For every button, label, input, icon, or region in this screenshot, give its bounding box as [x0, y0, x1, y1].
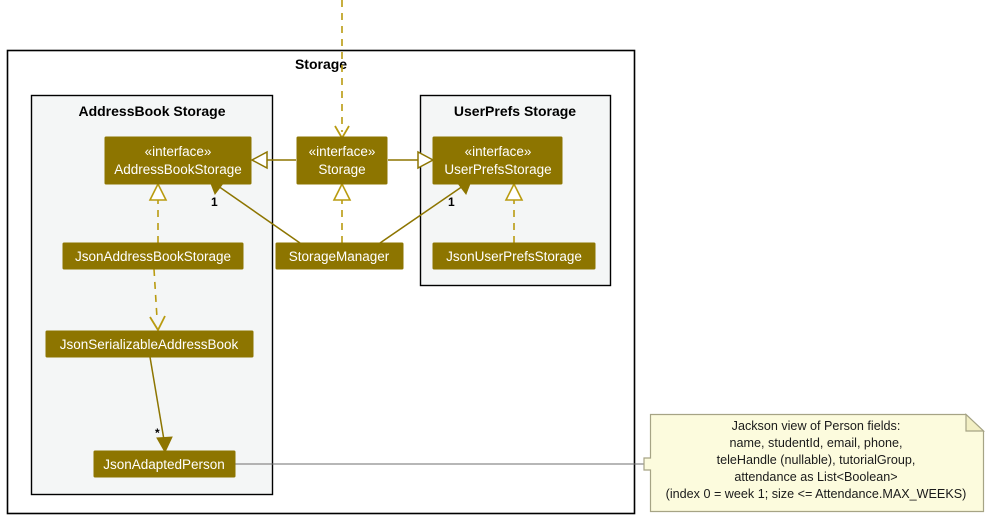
connector-jsonserializable-to-jsonadaptedperson	[149, 356, 165, 441]
class-jsonserializableaddressbook-box[interactable]	[45, 330, 254, 358]
connector-storagemanager-to-userprefsstorage	[379, 185, 464, 244]
note-line-5: (index 0 = week 1; size <= Attendance.MA…	[666, 487, 967, 501]
note-jackson-person-fields: Jackson view of Person fields: name, stu…	[643, 413, 986, 513]
arrowhead-jsonserializable-to-jsonadaptedperson	[156, 436, 173, 454]
class-jsonuserprefsstorage-name: JsonUserPrefsStorage	[446, 249, 582, 264]
class-userprefsstorage[interactable]: «interface» UserPrefsStorage	[432, 136, 563, 185]
class-storagemanager[interactable]: StorageManager	[275, 242, 404, 270]
arrowhead-jsonaddressbookstorage-to-addressbookstorage	[148, 182, 168, 201]
multiplicity-addressbookstorage: 1	[211, 195, 218, 209]
multiplicity-jsonadaptedperson: *	[155, 426, 160, 440]
class-jsonaddressbookstorage-box[interactable]	[62, 242, 244, 270]
class-jsonaddressbookstorage[interactable]: JsonAddressBookStorage	[62, 242, 244, 270]
class-jsonserializableaddressbook-name: JsonSerializableAddressBook	[60, 337, 239, 352]
class-jsonadaptedperson[interactable]: JsonAdaptedPerson	[93, 450, 236, 478]
class-jsonuserprefsstorage-box[interactable]	[432, 242, 596, 270]
class-addressbookstorage-name: AddressBookStorage	[114, 162, 242, 177]
class-addressbookstorage-box[interactable]	[104, 136, 252, 185]
arrowhead-storage-to-userprefsstorage	[417, 150, 435, 170]
package-storage-title: Storage	[295, 56, 347, 72]
note-line-1: Jackson view of Person fields:	[732, 419, 901, 433]
class-storagemanager-box[interactable]	[275, 242, 404, 270]
class-storage-stereotype: «interface»	[309, 144, 376, 159]
class-jsonuserprefsstorage[interactable]: JsonUserPrefsStorage	[432, 242, 596, 270]
class-storage[interactable]: «interface» Storage	[296, 136, 388, 185]
arrowhead-jsonuserprefsstorage-to-userprefsstorage	[504, 182, 524, 201]
class-userprefsstorage-name: UserPrefsStorage	[444, 162, 551, 177]
class-userprefsstorage-stereotype: «interface»	[465, 144, 532, 159]
note-fold-corner	[965, 413, 986, 432]
connector-jsonaddressbookstorage-to-jsonserializable	[153, 268, 158, 319]
class-userprefsstorage-box[interactable]	[432, 136, 563, 185]
class-jsonserializableaddressbook[interactable]: JsonSerializableAddressBook	[45, 330, 254, 358]
package-userprefs-storage-title: UserPrefs Storage	[454, 103, 576, 119]
class-storage-box[interactable]	[296, 136, 388, 185]
arrowhead-storagemanager-to-storage	[332, 182, 352, 201]
note-line-3: teleHandle (nullable), tutorialGroup,	[717, 453, 916, 467]
package-addressbook-storage-title: AddressBook Storage	[78, 103, 225, 119]
arrowhead-storage-to-addressbookstorage	[250, 150, 268, 170]
note-line-4: attendance as List<Boolean>	[734, 470, 897, 484]
multiplicity-userprefsstorage: 1	[448, 195, 455, 209]
class-jsonadaptedperson-name: JsonAdaptedPerson	[103, 457, 225, 472]
class-addressbookstorage[interactable]: «interface» AddressBookStorage	[104, 136, 252, 185]
class-addressbookstorage-stereotype: «interface»	[145, 144, 212, 159]
class-storage-name: Storage	[318, 162, 365, 177]
arrowhead-jsonaddressbookstorage-to-jsonserializable	[149, 315, 166, 332]
class-jsonadaptedperson-box[interactable]	[93, 450, 236, 478]
note-line-2: name, studentId, email, phone,	[730, 436, 903, 450]
connector-storagemanager-to-addressbookstorage	[217, 185, 301, 244]
class-storagemanager-name: StorageManager	[289, 249, 390, 264]
class-jsonaddressbookstorage-name: JsonAddressBookStorage	[75, 249, 231, 264]
